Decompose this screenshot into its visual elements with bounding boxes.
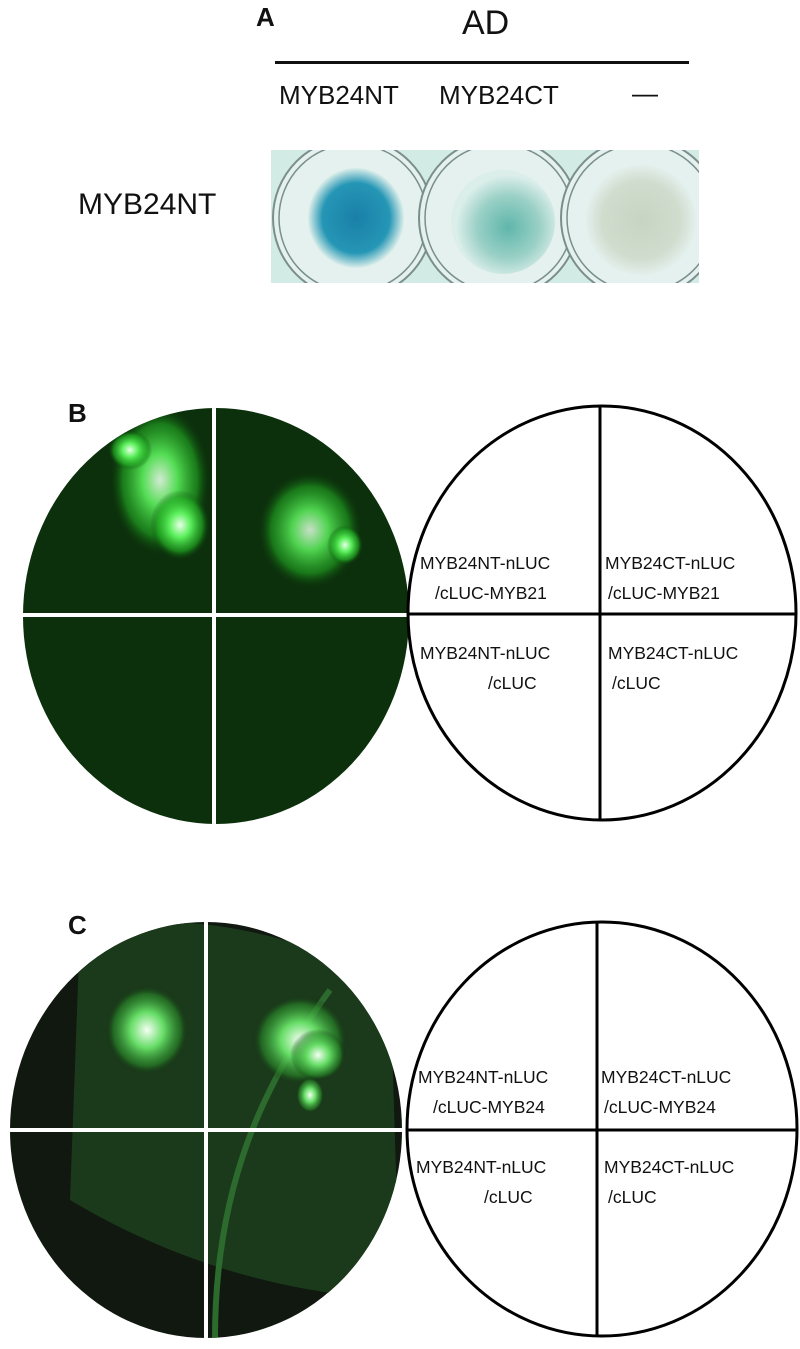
c-br-line2: /cLUC <box>608 1187 657 1207</box>
b-tr-line2: /cLUC-MYB21 <box>608 583 720 603</box>
panel-c-luc-image <box>10 922 402 1338</box>
panel-a-letter: A <box>256 2 275 32</box>
c-tr-line2: /cLUC-MYB24 <box>604 1097 716 1117</box>
b-br-line1: MYB24CT-nLUC <box>608 643 739 663</box>
b-bl-line2: /cLUC <box>488 673 537 693</box>
column-label-myb24ct: MYB24CT <box>439 80 559 110</box>
column-label-empty: — <box>632 78 658 108</box>
b-quadrant-tl: MYB24NT-nLUC /cLUC-MYB21 <box>420 548 550 608</box>
c-bl-line2: /cLUC <box>484 1187 533 1207</box>
panel-a-ad-header: AD <box>462 4 510 42</box>
row-label-myb24nt: MYB24NT <box>78 188 217 221</box>
panel-b-luc-image <box>23 408 409 824</box>
well-2 <box>418 150 580 283</box>
b-quadrant-tr: MYB24CT-nLUC /cLUC-MYB21 <box>605 548 735 608</box>
b-tr-line1: MYB24CT-nLUC <box>605 553 736 573</box>
b-bl-line1: MYB24NT-nLUC <box>420 643 551 663</box>
b-quadrant-bl: MYB24NT-nLUC /cLUC <box>420 638 550 698</box>
ad-divider-line <box>275 61 689 64</box>
c-br-line1: MYB24CT-nLUC <box>604 1157 735 1177</box>
c-quadrant-tl: MYB24NT-nLUC /cLUC-MYB24 <box>418 1062 548 1122</box>
panel-b-diagram <box>406 404 798 822</box>
c-tr-line1: MYB24CT-nLUC <box>601 1067 732 1087</box>
column-label-myb24nt: MYB24NT <box>279 80 399 110</box>
well-plate-image <box>271 150 699 283</box>
c-quadrant-tr: MYB24CT-nLUC /cLUC-MYB24 <box>601 1062 731 1122</box>
c-tl-line2: /cLUC-MYB24 <box>433 1097 545 1117</box>
panel-b-letter: B <box>68 398 87 428</box>
well-plate-svg <box>272 150 699 283</box>
b-tl-line2: /cLUC-MYB21 <box>435 583 547 603</box>
panel-c-letter: C <box>68 910 87 940</box>
b-br-line2: /cLUC <box>612 673 661 693</box>
panel-c-diagram <box>405 920 799 1338</box>
c-quadrant-br: MYB24CT-nLUC /cLUC <box>604 1152 734 1212</box>
c-bl-line1: MYB24NT-nLUC <box>416 1157 547 1177</box>
c-tl-line1: MYB24NT-nLUC <box>418 1067 549 1087</box>
well-3 <box>560 150 699 283</box>
b-tl-line1: MYB24NT-nLUC <box>420 553 551 573</box>
c-quadrant-bl: MYB24NT-nLUC /cLUC <box>416 1152 546 1212</box>
b-quadrant-br: MYB24CT-nLUC /cLUC <box>608 638 738 698</box>
